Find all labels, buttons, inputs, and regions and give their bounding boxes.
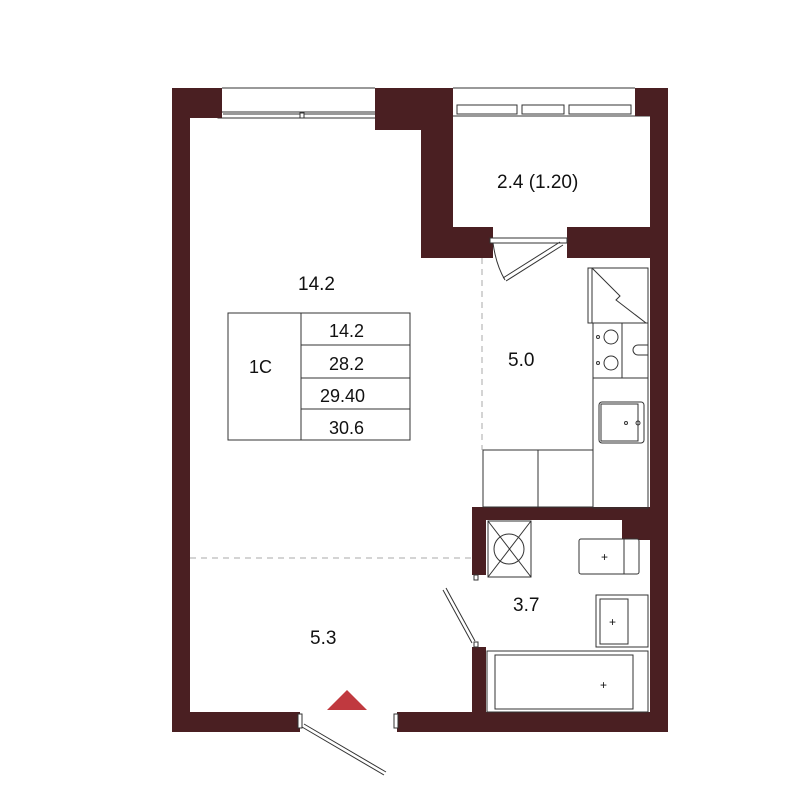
summary-full-area: 30.6 bbox=[329, 418, 364, 438]
bathroom-sink: + bbox=[595, 594, 649, 648]
window-balcony bbox=[453, 87, 650, 117]
kitchen-sink bbox=[592, 377, 649, 509]
bathroom-washer: + bbox=[578, 538, 640, 575]
apartment-type: 1С bbox=[249, 357, 272, 377]
room-area-hall: 5.3 bbox=[310, 628, 336, 649]
summary-area-with-balcony: 29.40 bbox=[320, 386, 365, 406]
bathroom-door bbox=[442, 574, 479, 648]
bathtub: + bbox=[486, 650, 649, 713]
entrance-door bbox=[297, 713, 399, 776]
kitchen-hob bbox=[592, 322, 649, 379]
summary-total-area: 28.2 bbox=[329, 354, 364, 374]
svg-text:+: + bbox=[601, 550, 608, 564]
kitchen-fridge bbox=[587, 267, 649, 324]
summary-table: 1С 14.2 28.2 29.40 30.6 bbox=[227, 312, 411, 441]
balcony-door bbox=[489, 237, 568, 282]
window-living bbox=[217, 87, 381, 119]
bathroom-boiler bbox=[487, 520, 532, 578]
summary-living-area: 14.2 bbox=[329, 321, 364, 341]
room-area-kitchen: 5.0 bbox=[508, 350, 534, 371]
svg-text:+: + bbox=[609, 615, 616, 629]
walls bbox=[172, 88, 668, 732]
kitchen-counter bbox=[482, 449, 594, 508]
room-area-bathroom: 3.7 bbox=[513, 595, 539, 616]
room-area-living: 14.2 bbox=[298, 274, 335, 295]
svg-text:+: + bbox=[600, 678, 607, 692]
room-area-balcony: 2.4 (1.20) bbox=[497, 172, 578, 193]
entrance-marker-icon bbox=[327, 690, 367, 710]
